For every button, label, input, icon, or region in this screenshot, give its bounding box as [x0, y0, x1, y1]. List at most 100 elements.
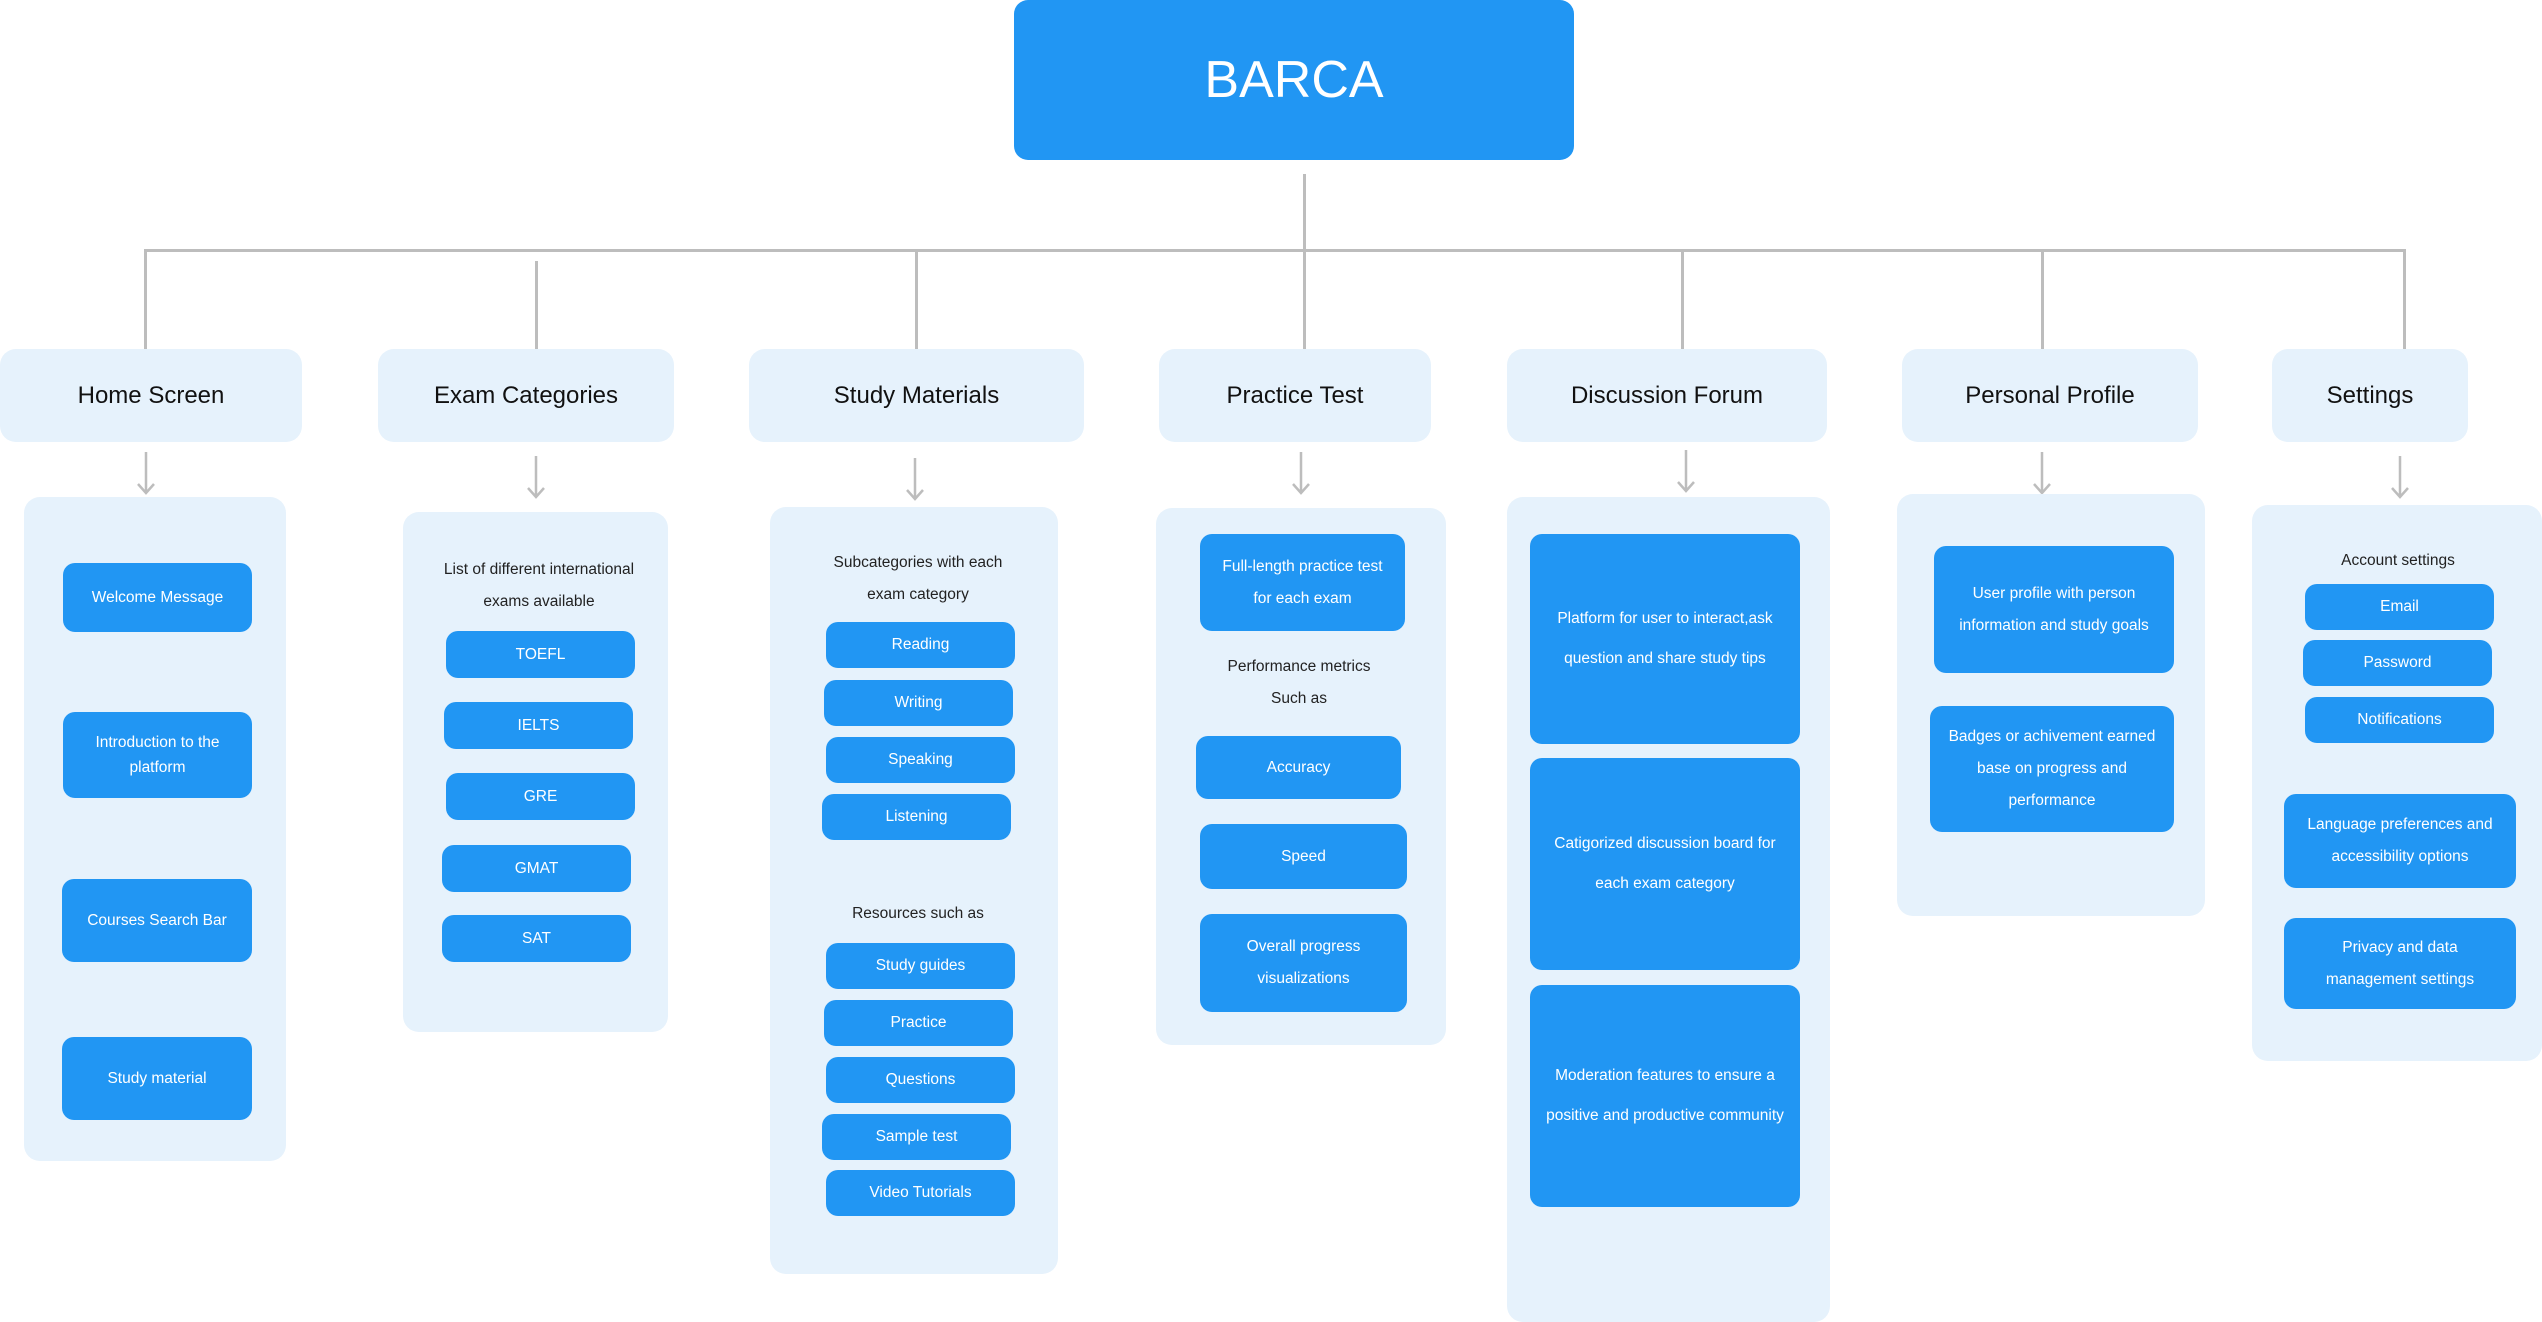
branch-line-settings [2403, 249, 2406, 351]
node-label: Welcome Message [91, 588, 224, 606]
node-label: Listening [885, 808, 948, 825]
node-badges: Badges or achivement earned base on prog… [1930, 706, 2174, 832]
node-label: Reading [891, 636, 950, 653]
category-label: Personal Profile [1965, 381, 2135, 409]
node-label: Password [2363, 654, 2432, 671]
category-settings: Settings [2272, 349, 2468, 442]
node-forum-categorized: Catigorized discussion board for each ex… [1530, 758, 1800, 970]
node-practice: Practice [824, 1000, 1013, 1046]
arrow-down-icon [136, 452, 156, 496]
node-sat: SAT [442, 915, 631, 962]
arrow-down-icon [905, 458, 925, 502]
category-exam-categories: Exam Categories [378, 349, 674, 442]
node-accuracy: Accuracy [1196, 736, 1401, 799]
node-listening: Listening [822, 794, 1011, 840]
node-label: Catigorized discussion board for each ex… [1554, 835, 1776, 892]
metrics-label: Performance metrics Such as [1227, 658, 1371, 707]
study-intro-text: Subcategories with each exam category [833, 554, 1003, 603]
category-label: Practice Test [1226, 381, 1364, 409]
node-courses-search-bar: Courses Search Bar [62, 879, 252, 962]
category-home-screen: Home Screen [0, 349, 302, 442]
category-label: Exam Categories [433, 381, 619, 409]
node-label: Questions [885, 1071, 956, 1088]
node-reading: Reading [826, 622, 1015, 668]
category-discussion-forum: Discussion Forum [1507, 349, 1827, 442]
node-label: GMAT [514, 859, 559, 877]
horizontal-connector-line [144, 249, 2406, 252]
node-label: Introduction to the platform [95, 734, 220, 776]
node-label: Practice [890, 1014, 947, 1031]
node-label: Study guides [875, 957, 966, 974]
arrow-down-icon [526, 456, 546, 500]
node-study-material: Study material [62, 1037, 252, 1120]
node-label: IELTS [517, 716, 560, 734]
node-label: Writing [894, 694, 943, 711]
category-study-materials: Study Materials [749, 349, 1084, 442]
node-speaking: Speaking [826, 737, 1015, 783]
root-node: BARCA [1014, 0, 1574, 160]
branch-line-study [915, 250, 918, 351]
node-password: Password [2303, 640, 2492, 686]
node-label: Sample test [875, 1128, 958, 1145]
node-questions: Questions [826, 1057, 1015, 1103]
branch-line-home [144, 249, 147, 351]
node-study-guides: Study guides [826, 943, 1015, 989]
node-overall-progress: Overall progress visualizations [1200, 914, 1407, 1012]
node-label: Email [2380, 598, 2419, 615]
node-privacy-settings: Privacy and data management settings [2284, 918, 2516, 1009]
node-label: Language preferences and accessibility o… [2307, 816, 2493, 865]
node-label: Overall progress visualizations [1246, 938, 1361, 987]
node-gre: GRE [446, 773, 635, 820]
branch-line-practice [1303, 250, 1306, 351]
arrow-down-icon [2390, 456, 2410, 500]
node-full-length-practice: Full-length practice test for each exam [1200, 534, 1405, 631]
node-email: Email [2305, 584, 2494, 630]
node-label: Courses Search Bar [87, 911, 227, 929]
node-forum-moderation: Moderation features to ensure a positive… [1530, 985, 1800, 1207]
branch-line-exam [535, 261, 538, 351]
node-label: Speaking [888, 751, 953, 768]
node-toefl: TOEFL [446, 631, 635, 678]
node-speed: Speed [1200, 824, 1407, 889]
arrow-down-icon [1291, 452, 1311, 496]
node-label: Notifications [2357, 711, 2442, 728]
node-writing: Writing [824, 680, 1013, 726]
node-video-tutorials: Video Tutorials [826, 1170, 1015, 1216]
node-label: TOEFL [515, 645, 566, 663]
node-label: Video Tutorials [869, 1184, 972, 1201]
node-label: User profile with person information and… [1959, 584, 2149, 634]
node-language-preferences: Language preferences and accessibility o… [2284, 794, 2516, 888]
root-title: BARCA [1204, 51, 1384, 109]
node-ielts: IELTS [444, 702, 633, 749]
node-welcome-message: Welcome Message [63, 563, 252, 632]
node-label: Accuracy [1266, 758, 1331, 776]
arrow-down-icon [2032, 452, 2052, 496]
root-stem-line [1303, 174, 1306, 250]
branch-line-profile [2041, 250, 2044, 351]
node-user-profile: User profile with person information and… [1934, 546, 2174, 673]
node-forum-platform: Platform for user to interact,ask questi… [1530, 534, 1800, 744]
resources-label: Resources such as [852, 905, 984, 922]
category-label: Settings [2326, 381, 2414, 409]
category-label: Home Screen [77, 381, 225, 409]
category-label: Study Materials [833, 381, 1000, 409]
node-notifications: Notifications [2305, 697, 2494, 743]
node-label: Full-length practice test for each exam [1222, 557, 1383, 607]
category-personal-profile: Personal Profile [1902, 349, 2198, 442]
category-practice-test: Practice Test [1159, 349, 1431, 442]
account-settings-label: Account settings [2341, 552, 2455, 569]
arrow-down-icon [1676, 450, 1696, 494]
node-gmat: GMAT [442, 845, 631, 892]
node-label: Platform for user to interact,ask questi… [1557, 610, 1773, 667]
category-label: Discussion Forum [1570, 381, 1764, 409]
branch-line-forum [1681, 250, 1684, 351]
node-label: Speed [1281, 847, 1326, 865]
node-label: Privacy and data management settings [2325, 938, 2475, 988]
node-sample-test: Sample test [822, 1114, 1011, 1160]
node-label: Study material [107, 1069, 207, 1087]
node-label: Moderation features to ensure a positive… [1546, 1067, 1784, 1124]
node-label: GRE [523, 787, 558, 805]
node-label: Badges or achivement earned base on prog… [1948, 728, 2156, 809]
node-introduction: Introduction to the platform [63, 712, 252, 798]
exam-intro-text: List of different international exams av… [443, 561, 635, 610]
